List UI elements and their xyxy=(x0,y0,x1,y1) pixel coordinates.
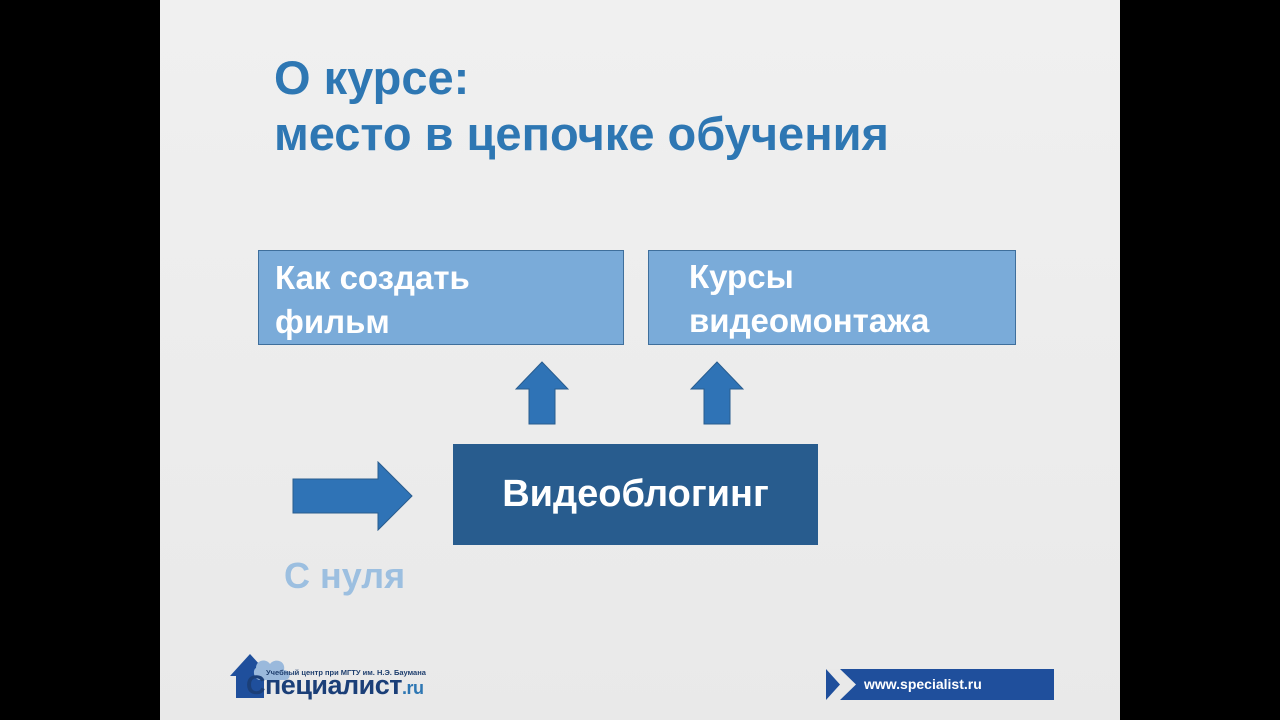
logo-suffix: .ru xyxy=(402,678,424,698)
box-how-to-make-film: Как создать фильм xyxy=(258,250,624,345)
arrow-up-icon xyxy=(690,361,744,425)
box-video-editing-courses-line-2: видеомонтажа xyxy=(689,302,930,339)
logo-name: Специалист.ru xyxy=(246,670,424,701)
slide-title: О курсе: место в цепочке обучения xyxy=(274,50,889,162)
logo-subtitle: Учебный центр при МГТУ им. Н.Э. Баумана xyxy=(266,668,426,677)
box-videoblogging: Видеоблогинг xyxy=(453,444,818,545)
box-video-editing-courses-line-1: Курсы xyxy=(689,258,794,295)
box-how-to-make-film-line-1: Как создать xyxy=(275,259,470,296)
title-line-2: место в цепочке обучения xyxy=(274,107,889,160)
logo-name-text: Специалист xyxy=(246,670,403,700)
start-label: С нуля xyxy=(284,555,406,596)
arrow-right-icon xyxy=(292,461,413,531)
box-how-to-make-film-line-2: фильм xyxy=(275,303,390,340)
arrow-up-icon xyxy=(515,361,569,425)
company-logo: Учебный центр при МГТУ им. Н.Э. Баумана … xyxy=(226,648,526,704)
box-video-editing-courses: Курсы видеомонтажа xyxy=(648,250,1016,345)
title-line-1: О курсе: xyxy=(274,51,470,104)
url-bar: www.specialist.ru xyxy=(826,669,1054,700)
chevron-stripe-icon xyxy=(826,669,856,700)
website-url[interactable]: www.specialist.ru xyxy=(864,676,982,692)
house-cloud-icon xyxy=(230,654,290,698)
slide: О курсе: место в цепочке обучения Как со… xyxy=(160,0,1120,720)
